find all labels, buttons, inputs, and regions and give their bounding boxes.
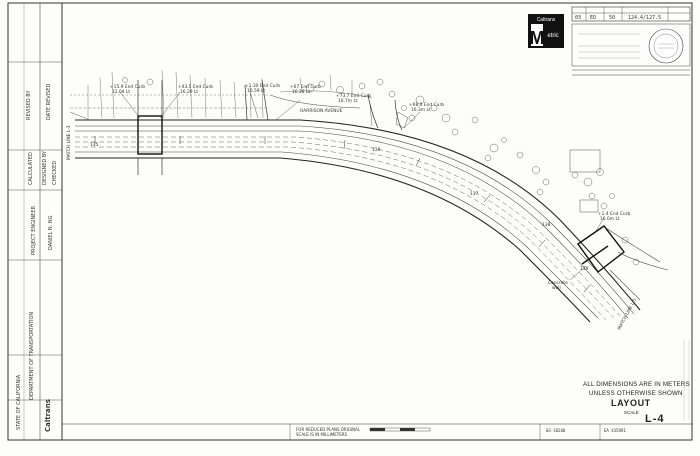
engineer-name: DANIEL N. NG xyxy=(48,215,54,250)
match-line-bottom: MATCH LINE L-5 xyxy=(616,297,638,331)
station-136: 136 xyxy=(372,147,381,153)
caltrans-metric-logo: M Caltrans etric xyxy=(528,14,564,48)
scale-label: SCALE xyxy=(624,410,639,415)
station-139: 139 xyxy=(580,266,589,272)
wall-label: wall xyxy=(552,285,561,291)
end-curb-6: +68.0 End Curb xyxy=(409,102,444,108)
sheet-number: L-4 xyxy=(645,413,665,425)
concrete-label: Concrete xyxy=(548,280,568,286)
station-137: 137 xyxy=(470,191,479,197)
department-label: DEPARTMENT OF TRANSPORTATION xyxy=(29,312,35,400)
post-miles-value: 124.4/127.5 xyxy=(628,15,661,21)
end-curb-6b: 16.3m Lt xyxy=(411,107,431,113)
caltrans-mark: Caltrans xyxy=(44,399,52,432)
station-135: 135 xyxy=(90,142,99,148)
project-engineer-label: PROJECT ENGINEER xyxy=(31,205,37,255)
date-revised-label: DATE REVISED xyxy=(46,84,52,120)
logo-bottom-text: etric xyxy=(547,33,558,39)
end-curb-3b: 16.59 Lt xyxy=(247,88,265,94)
sheet-title: LAYOUT xyxy=(611,398,651,408)
end-curb-7b: 16.0m Lt xyxy=(600,216,620,222)
station-138: 138 xyxy=(542,222,551,228)
dist-value: 03 xyxy=(575,15,581,21)
reduced-plans-label: FOR REDUCED PLANS ORIGINAL xyxy=(296,427,361,432)
end-curb-4b: 16.28 Lt xyxy=(292,89,310,95)
title-block: 03 ED 50 124.4/127.5 xyxy=(571,6,691,76)
end-curb-5b: 16.7m Lt xyxy=(338,98,358,104)
revised-by-label: REVISED BY xyxy=(26,90,32,120)
logo-letter: M xyxy=(530,28,545,48)
road-plan xyxy=(69,69,669,323)
file-id: 03-10280 xyxy=(546,428,566,433)
dimensions-note: ALL DIMENSIONS ARE IN METERS xyxy=(583,381,690,388)
match-line-top: MATCH LINE L-3 xyxy=(66,125,72,160)
sheet-border xyxy=(7,2,693,441)
dimensions-note-2: UNLESS OTHERWISE SHOWN xyxy=(589,390,683,397)
logo-top-text: Caltrans xyxy=(537,17,556,23)
end-curb-5: +73.7 End Curb xyxy=(336,93,371,99)
end-curb-2: +43.5 End Curb xyxy=(178,84,213,90)
end-curb-1b: 12.04 Lt xyxy=(112,89,130,95)
route-value: 50 xyxy=(609,15,615,21)
harrison-label: HARRISON AVENUE xyxy=(300,108,343,114)
project-ea: EA 435891 xyxy=(604,428,626,433)
end-curb-3: +1.30 End Curb xyxy=(245,83,280,89)
county-value: ED xyxy=(590,15,596,21)
end-curb-2b: 16.29 Lt xyxy=(180,89,198,95)
scale-meters-label: SCALE IS IN MILLIMETERS xyxy=(296,432,348,437)
designed-label: DESIGNED BY xyxy=(42,150,48,185)
state-label: STATE OF CALIFORNIA xyxy=(16,374,22,430)
end-curb-1: +15.9 End Curb xyxy=(110,84,145,90)
checked-label: CHECKED xyxy=(52,161,58,185)
end-curb-4: +67 End Curb xyxy=(290,84,321,90)
calculated-label: CALCULATED xyxy=(28,152,34,185)
end-curb-7: +1.4 End Curb xyxy=(598,211,630,217)
